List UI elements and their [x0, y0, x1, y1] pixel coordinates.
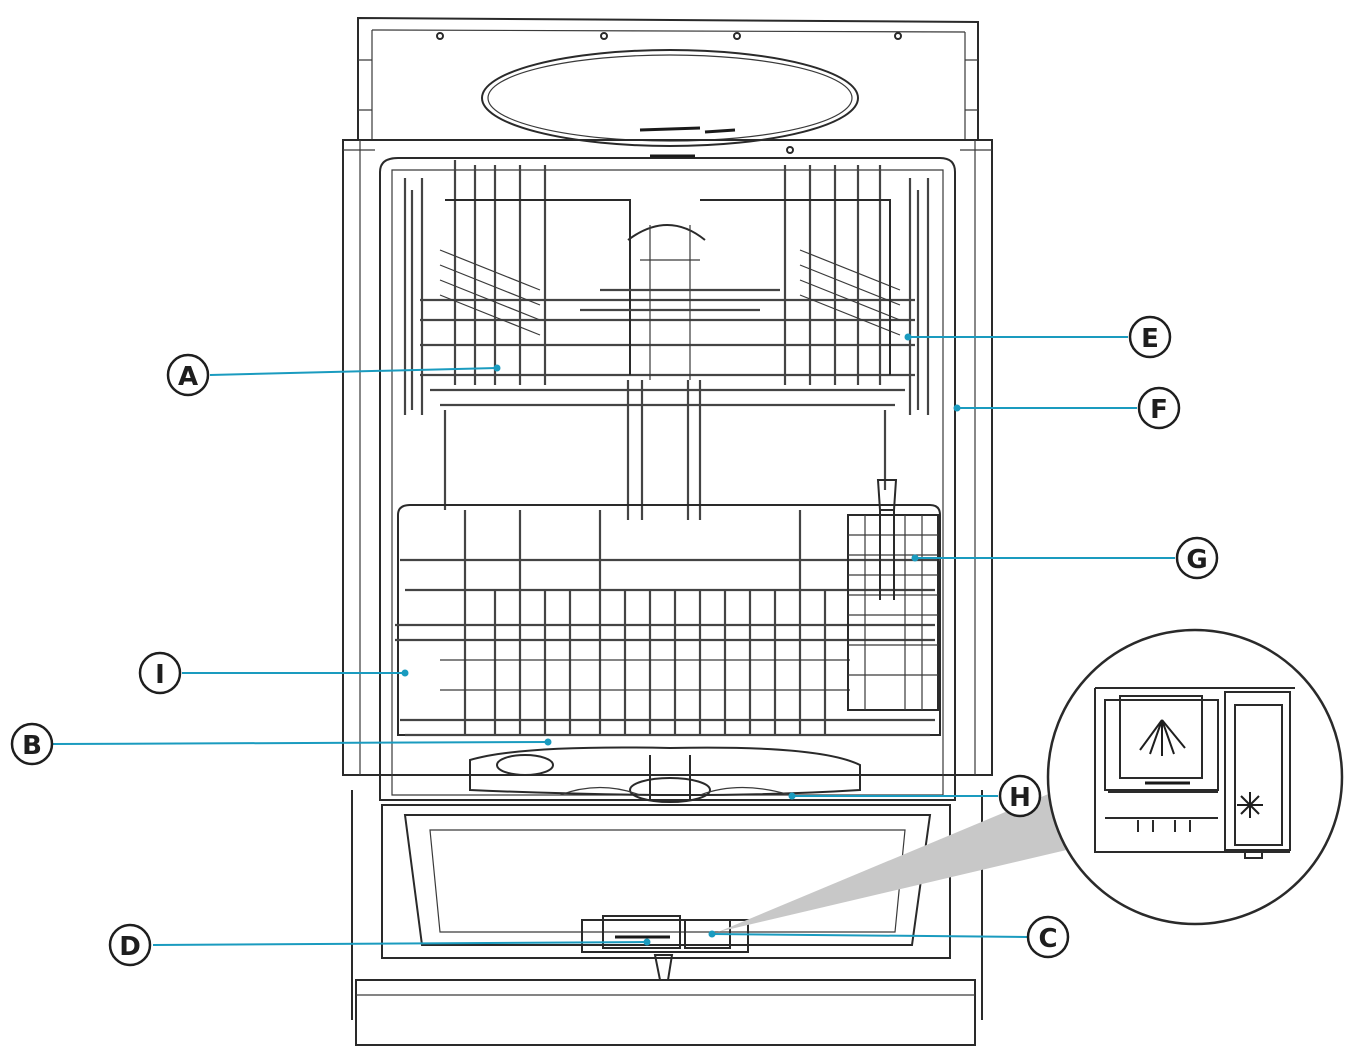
label-D: D: [108, 923, 152, 967]
svg-text:E: E: [1141, 324, 1159, 354]
svg-text:G: G: [1186, 545, 1207, 575]
inner-tub: [379, 146, 956, 801]
svg-text:F: F: [1150, 395, 1168, 425]
svg-text:D: D: [119, 932, 141, 962]
label-E: E: [1128, 315, 1172, 359]
top-vent-oval: [481, 49, 859, 147]
label-B: B: [10, 722, 54, 766]
leader-dots: [401, 333, 961, 946]
leader-D: [152, 941, 648, 946]
svg-text:H: H: [1009, 783, 1031, 813]
label-C: C: [1026, 915, 1070, 959]
sparkle-icon: [1237, 792, 1263, 818]
upper-rack: [420, 160, 915, 407]
leader-B: [52, 741, 549, 745]
lower-rack: [395, 479, 941, 737]
cutlery-basket: [847, 479, 939, 711]
lower-spray-arm: [469, 746, 861, 803]
label-F: F: [1137, 386, 1181, 430]
door-frame: [342, 139, 993, 776]
label-H: H: [998, 774, 1042, 818]
leader-A: [209, 367, 498, 376]
top-housing: [357, 16, 979, 147]
svg-text:I: I: [155, 660, 165, 690]
label-G: G: [1175, 536, 1219, 580]
dispenser-zoom-callout: [1046, 628, 1344, 926]
open-door: [351, 790, 983, 1046]
svg-text:A: A: [178, 362, 198, 392]
label-I: I: [138, 651, 182, 695]
svg-text:C: C: [1038, 924, 1057, 954]
spray-icon: [1139, 719, 1186, 756]
leader-C: [711, 933, 1028, 938]
zoom-wedge: [718, 790, 1075, 932]
rack-supports: [443, 380, 887, 520]
leader-lines: [52, 336, 1175, 946]
dispenser-unit: [581, 915, 749, 981]
label-A: A: [166, 353, 210, 397]
svg-text:B: B: [22, 731, 42, 761]
